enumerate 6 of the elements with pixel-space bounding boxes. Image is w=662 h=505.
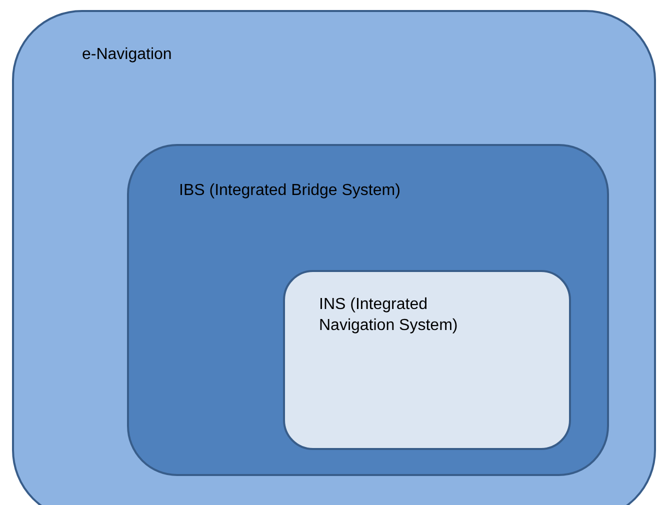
rounded-box — [127, 144, 609, 476]
rounded-box — [12, 10, 656, 505]
rounded-box — [283, 270, 571, 450]
box-label: INS (Integrated Navigation System) — [319, 295, 459, 336]
box-label: IBS (Integrated Bridge System) — [179, 181, 400, 201]
box-label: e-Navigation — [82, 45, 172, 65]
